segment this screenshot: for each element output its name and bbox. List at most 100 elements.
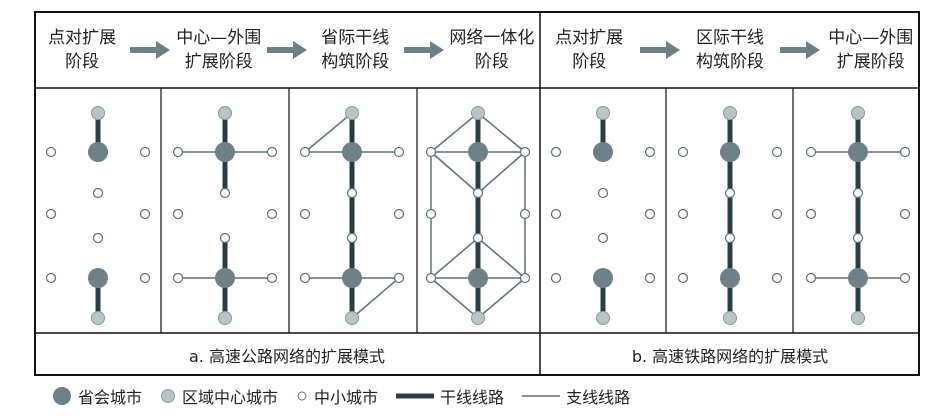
small-city-node	[172, 272, 184, 284]
small-city-node	[805, 208, 817, 220]
small-city-node	[550, 208, 562, 220]
small-city-node	[139, 146, 151, 158]
provincial-city-node	[468, 268, 488, 288]
small-city-node	[677, 146, 689, 158]
small-city-node	[425, 146, 437, 158]
legend-label: 中小城市	[314, 388, 379, 407]
railway-stage-header: 点对扩展 阶段 区际干线 构筑阶段 中心—外围 扩展阶段	[540, 11, 920, 88]
provincial-city-node	[342, 268, 362, 288]
branch-line	[477, 151, 526, 194]
provincial-city-node	[88, 142, 108, 162]
small-city-node	[172, 146, 184, 158]
trunk-line-icon	[396, 393, 435, 399]
regional-city-icon	[161, 389, 176, 403]
small-city-node	[805, 146, 817, 158]
small-city-node	[219, 187, 231, 199]
small-city-node	[677, 208, 689, 220]
small-city-node	[299, 272, 311, 284]
branch-line	[304, 112, 353, 153]
small-city-node	[45, 272, 57, 284]
legend-trunk: 干线线路	[396, 384, 504, 408]
caption-highway: a. 高速公路网络的扩展模式	[189, 346, 385, 366]
provincial-city-node	[720, 142, 740, 162]
legend-small: 中小城市	[296, 384, 378, 408]
branch-line	[351, 277, 400, 319]
provincial-city-node	[593, 268, 613, 288]
small-city-node	[299, 146, 311, 158]
small-city-node	[393, 208, 405, 220]
small-city-node	[172, 208, 184, 220]
small-city-node	[393, 146, 405, 158]
small-city-node	[597, 232, 609, 244]
small-city-node	[472, 187, 484, 199]
legend-branch: 支线线路	[522, 384, 630, 408]
regional-city-node	[218, 311, 232, 325]
highway-stage-2: 中心—外围 扩展阶段	[176, 27, 262, 72]
legend: 省会城市 区域中心城市 中小城市 干线线路 支线线路	[52, 384, 648, 408]
small-city-node	[724, 187, 736, 199]
small-city-node	[771, 146, 783, 158]
caption-railway: b. 高速铁路网络的扩展模式	[631, 346, 829, 366]
small-city-node	[899, 272, 911, 284]
small-city-node	[139, 208, 151, 220]
railway-stage-1: 点对扩展 阶段	[555, 27, 624, 72]
highway-stage-4: 网络一体化 阶段	[449, 27, 535, 72]
small-city-node	[425, 208, 437, 220]
regional-city-node	[91, 106, 105, 120]
small-city-node	[266, 272, 278, 284]
legend-label: 干线线路	[440, 388, 505, 407]
small-city-node	[266, 208, 278, 220]
regional-city-node	[851, 106, 865, 120]
small-city-node	[45, 146, 57, 158]
railway-stage-2: 区际干线 构筑阶段	[695, 27, 764, 72]
small-city-node	[299, 208, 311, 220]
small-city-node	[852, 187, 864, 199]
legend-label: 省会城市	[78, 388, 143, 407]
branch-line	[477, 237, 526, 279]
small-city-node	[139, 272, 151, 284]
small-city-node	[45, 208, 57, 220]
highway-stage-header: 点对扩展 阶段 中心—外围 扩展阶段 省际干线 构筑阶段 网络一体化 阶段	[34, 11, 540, 88]
provincial-city-node	[720, 268, 740, 288]
regional-city-node	[91, 311, 105, 325]
provincial-city-node	[215, 268, 235, 288]
provincial-city-node	[215, 142, 235, 162]
small-city-node	[771, 272, 783, 284]
regional-city-node	[723, 311, 737, 325]
regional-city-node	[596, 106, 610, 120]
small-city-icon	[297, 391, 307, 401]
small-city-node	[805, 272, 817, 284]
small-city-node	[425, 272, 437, 284]
small-city-node	[393, 272, 405, 284]
small-city-node	[472, 232, 484, 244]
branch-line	[477, 277, 526, 319]
small-city-node	[550, 272, 562, 284]
small-city-node	[550, 146, 562, 158]
provincial-city-node	[848, 142, 868, 162]
regional-city-node	[471, 311, 485, 325]
legend-label: 支线线路	[566, 388, 631, 407]
small-city-node	[92, 232, 104, 244]
arrow-icon	[403, 40, 444, 59]
regional-city-node	[596, 311, 610, 325]
small-city-node	[346, 187, 358, 199]
small-city-node	[771, 208, 783, 220]
regional-city-node	[345, 311, 359, 325]
arrow-icon	[266, 40, 307, 59]
small-city-node	[346, 232, 358, 244]
small-city-node	[519, 208, 531, 220]
regional-city-node	[723, 106, 737, 120]
regional-city-node	[471, 106, 485, 120]
provincial-city-node	[593, 142, 613, 162]
provincial-city-node	[88, 268, 108, 288]
provincial-city-node	[342, 142, 362, 162]
branch-line	[430, 112, 479, 153]
regional-city-node	[851, 311, 865, 325]
small-city-node	[597, 187, 609, 199]
provincial-city-node	[468, 142, 488, 162]
diagram-frame	[34, 11, 920, 376]
regional-city-node	[345, 106, 359, 120]
legend-provincial: 省会城市	[52, 384, 142, 408]
provincial-city-node	[848, 268, 868, 288]
